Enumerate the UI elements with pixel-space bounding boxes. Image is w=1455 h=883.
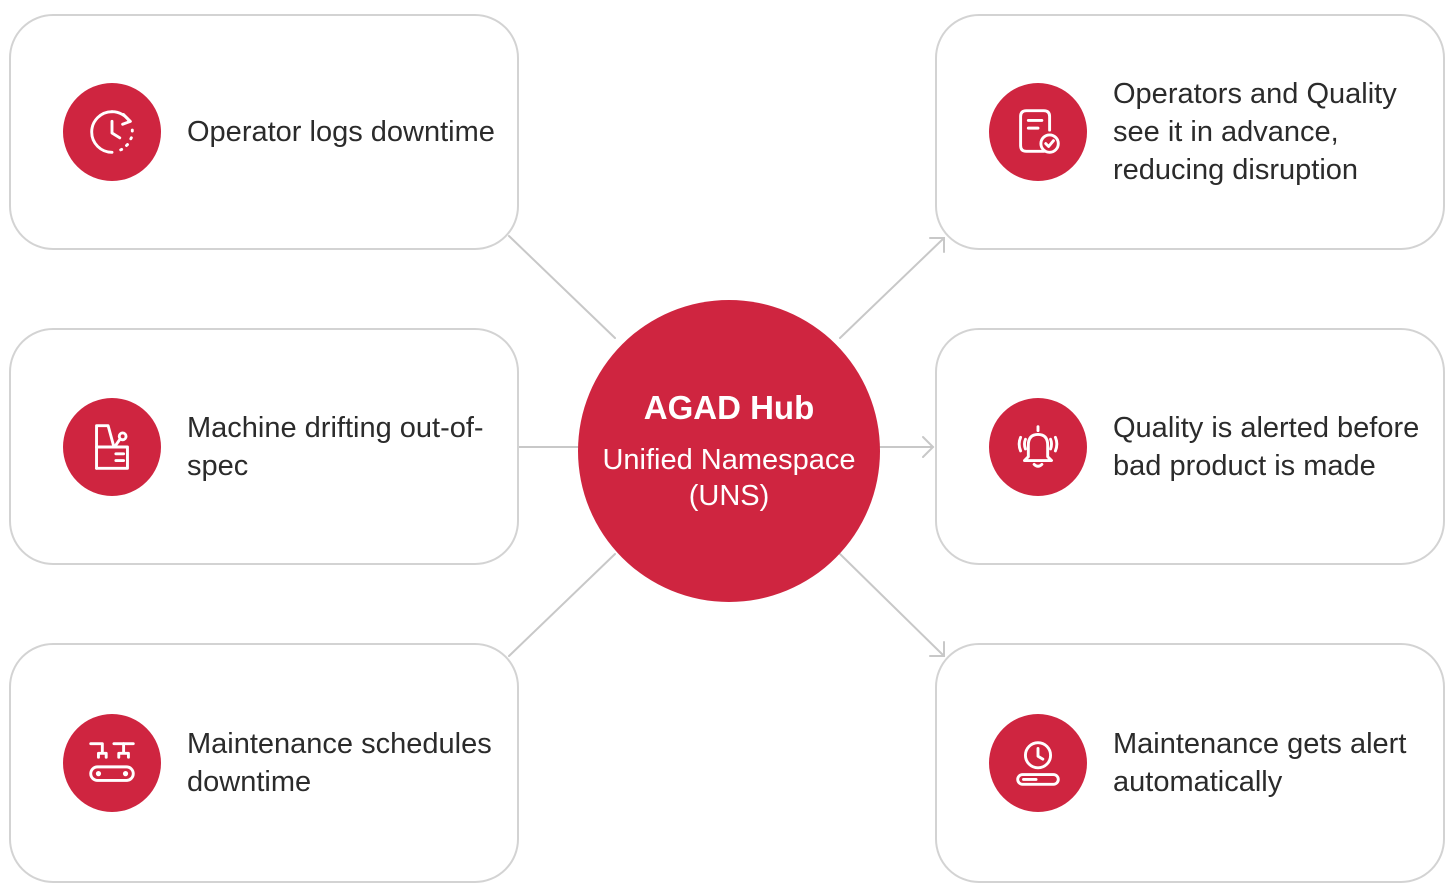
input-label: Machine drifting out-of-spec (187, 411, 484, 482)
connector-output-1 (839, 237, 945, 339)
arrowhead-output-1 (929, 237, 945, 253)
document-check-icon (989, 83, 1087, 181)
machine-gauge-icon (63, 397, 161, 496)
arrowhead-output-3 (929, 641, 945, 657)
connector-input-1 (508, 235, 616, 339)
output-label: Operators and Quality see it in advance,… (1113, 78, 1397, 186)
connector-input-3 (508, 553, 616, 657)
input-card-operator-logs: Operator logs downtime (9, 14, 519, 250)
output-card-operators-quality: Operators and Quality see it in advance,… (935, 14, 1445, 250)
output-label: Maintenance gets alert automatically (1113, 728, 1407, 798)
clock-bar-icon (989, 714, 1087, 812)
output-card-quality-alerted: Quality is alerted before bad product is… (935, 328, 1445, 565)
output-card-maintenance-alert: Maintenance gets alert automatically (935, 643, 1445, 883)
arrowhead-output-2 (922, 436, 935, 458)
conveyor-robot-icon (63, 714, 161, 812)
uns-hub: AGAD Hub Unified Namespace (UNS) (578, 300, 880, 602)
output-label: Quality is alerted before bad product is… (1113, 411, 1420, 482)
clock-refresh-icon (63, 83, 161, 181)
hub-subtitle: Unified Namespace (UNS) (602, 444, 856, 512)
connector-output-3 (839, 553, 945, 657)
bell-alert-icon (989, 397, 1087, 496)
input-label: Operator logs downtime (187, 116, 495, 148)
input-card-machine-drifting: Machine drifting out-of-spec (9, 328, 519, 565)
input-label: Maintenance schedules downtime (187, 728, 492, 798)
hub-title: AGAD Hub (643, 389, 815, 426)
input-card-maintenance-schedules: Maintenance schedules downtime (9, 643, 519, 883)
